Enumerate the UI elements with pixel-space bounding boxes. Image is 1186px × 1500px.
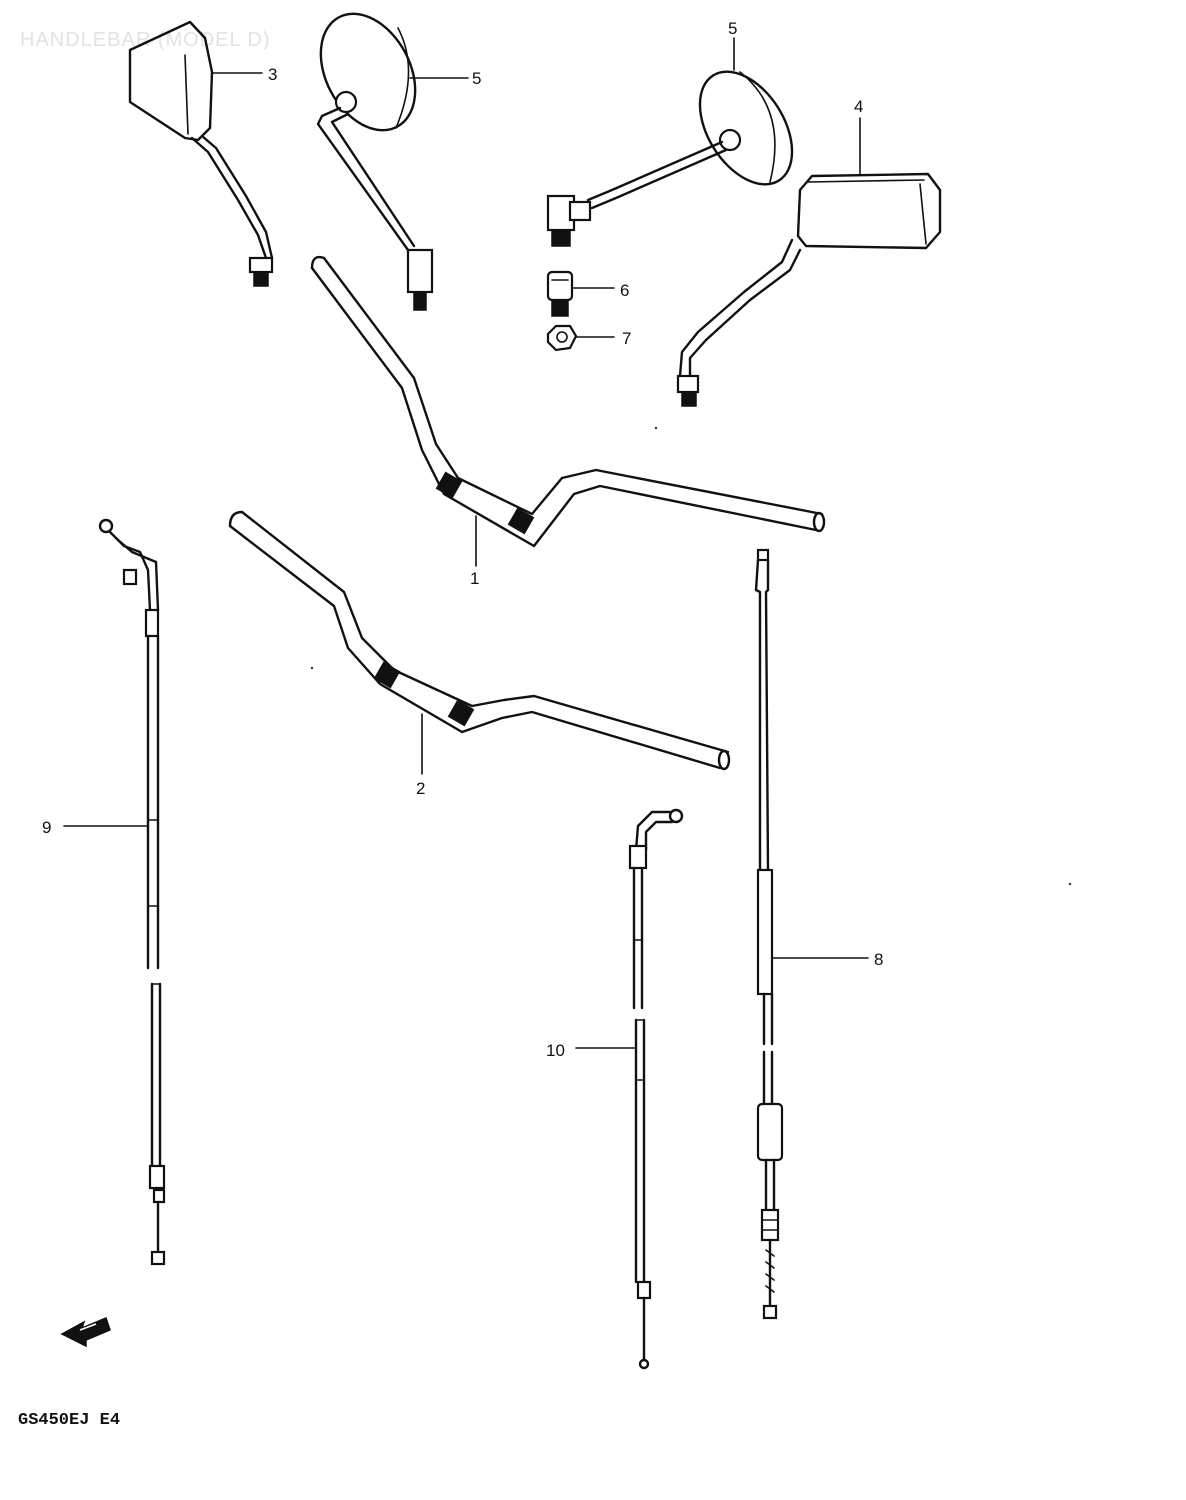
cable-right[interactable] [754,548,784,1320]
callout-2: 2 [416,713,425,798]
callout-label-2: 2 [416,779,425,798]
cable-left[interactable] [98,518,166,1266]
callout-label-8: 8 [874,950,883,969]
scan-speck [654,426,658,430]
mirror-left-rectangular[interactable] [128,20,274,287]
handlebar-lower[interactable] [228,510,731,771]
callout-label-10: 10 [546,1041,565,1060]
callout-label-5b: 5 [728,19,737,38]
model-code: GS450EJ E4 [18,1411,120,1430]
callout-label-5a: 5 [472,69,481,88]
nut[interactable] [546,324,578,352]
callout-7: 7 [575,329,631,348]
cable-middle[interactable] [628,808,684,1370]
callout-5-left: 5 [409,69,481,88]
callout-10: 10 [546,1041,637,1060]
mirror-adapter[interactable] [546,270,574,317]
callout-label-7: 7 [622,329,631,348]
callout-5-right: 5 [728,19,737,71]
mirror-left-round[interactable] [302,0,434,311]
callout-9: 9 [42,818,149,837]
mirror-right-rectangular[interactable] [676,172,942,407]
callout-label-9: 9 [42,818,51,837]
callout-6: 6 [571,281,629,300]
mirror-right-round[interactable] [546,55,811,247]
header-watermark: HANDLEBAR (MODEL D) [20,29,271,51]
callout-4: 4 [854,97,863,175]
callout-3: 3 [211,65,277,84]
scan-speck [310,666,314,670]
callout-label-4: 4 [854,97,863,116]
callout-label-6: 6 [620,281,629,300]
callout-8: 8 [771,950,883,969]
callout-label-3: 3 [268,65,277,84]
scan-speck [1068,882,1072,886]
callout-1: 1 [470,515,479,588]
handlebar-upper[interactable] [310,255,826,548]
callout-label-1: 1 [470,569,479,588]
arrow-fwd-icon [60,1316,111,1348]
